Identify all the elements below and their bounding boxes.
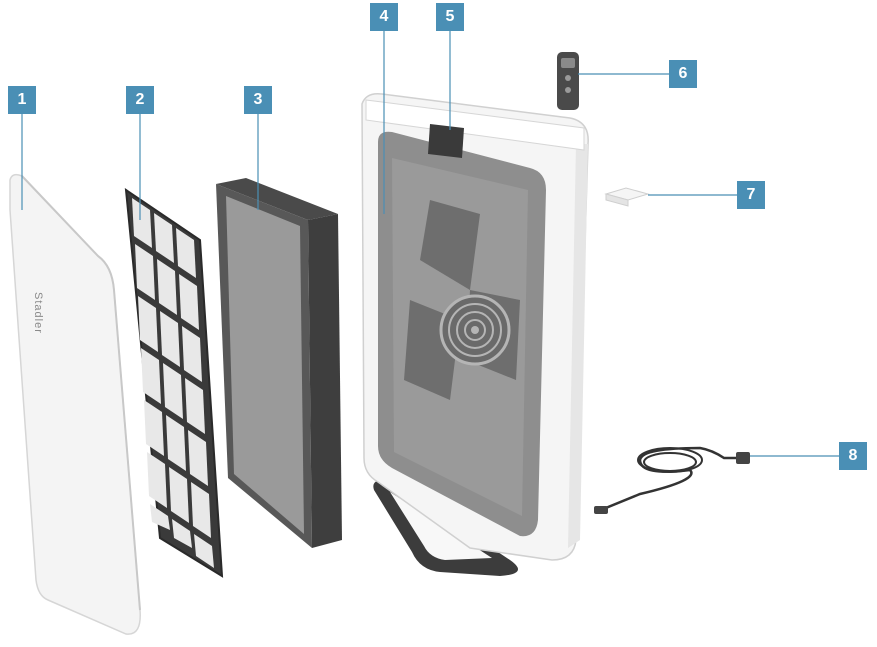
cover-brand-text: Stadler [32, 292, 44, 334]
callout-3: 3 [244, 86, 272, 114]
fan-grille [439, 294, 511, 366]
small-accessory [604, 187, 650, 207]
callout-8: 8 [839, 442, 867, 470]
callout-1: 1 [8, 86, 36, 114]
callout-7: 7 [737, 181, 765, 209]
power-cord [594, 446, 750, 514]
remote-control [557, 52, 579, 110]
callout-4: 4 [370, 3, 398, 31]
leader-lines [21, 31, 839, 457]
callout-2: 2 [126, 86, 154, 114]
front-cover [9, 173, 141, 635]
control-panel-sensor [428, 124, 464, 158]
callout-5: 5 [436, 3, 464, 31]
main-filter [216, 178, 342, 548]
callout-6: 6 [669, 60, 697, 88]
main-unit [361, 92, 589, 561]
pre-filter [124, 187, 224, 578]
